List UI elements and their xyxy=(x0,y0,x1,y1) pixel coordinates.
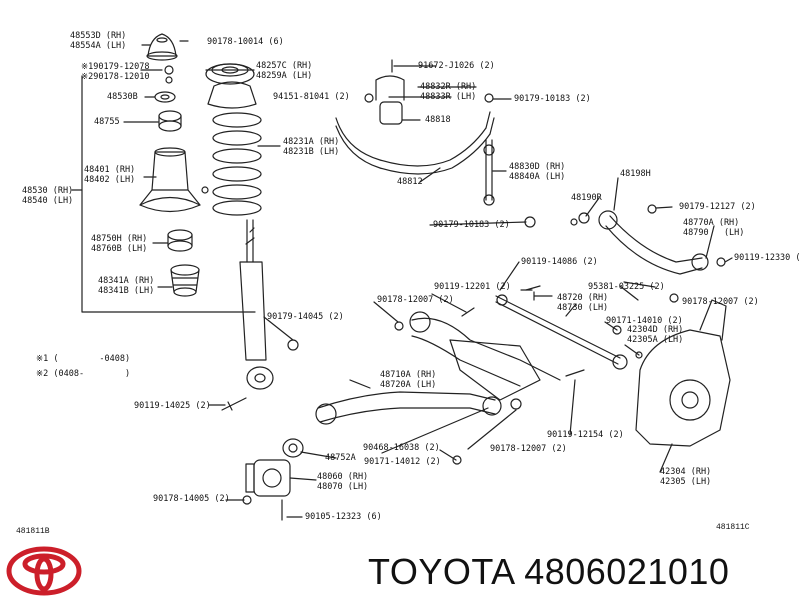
label-48190r: 48190R xyxy=(571,193,602,203)
lower-arm xyxy=(409,307,561,401)
code-right: 481811C xyxy=(716,523,750,532)
nut-top-left xyxy=(164,65,174,84)
label-94151: 94151-81041 (2) xyxy=(273,92,350,102)
label-48198h: 48198H xyxy=(620,169,651,179)
upper-arm xyxy=(570,204,726,303)
label-48830d: 48830D (RH) 48840A (LH) xyxy=(509,162,566,182)
label-48818: 48818 xyxy=(425,115,451,125)
note-1: ※1 ( -0408) xyxy=(36,354,131,364)
shock-absorber xyxy=(239,219,274,390)
code-left: 481811B xyxy=(16,527,50,536)
note-2: ※2 (0408- ) xyxy=(36,369,131,379)
label-48720: 48720 (RH) 48730 (LH) xyxy=(557,293,609,313)
label-95381: 95381-03225 (2) xyxy=(588,282,665,292)
label-48710a: 48710A (RH) 48720A (LH) xyxy=(380,370,437,390)
bolt-90119-14025 xyxy=(221,397,247,411)
label-48401: 48401 (RH) 48402 (LH) xyxy=(84,165,136,185)
assembly-bracket xyxy=(81,75,256,313)
label-48257c: 48257C (RH) 48259A (LH) xyxy=(256,61,313,81)
label-91672: 91672-J1026 (2) xyxy=(418,61,495,71)
stabilizer-bar xyxy=(335,111,495,175)
label-90179-12078: ※190179-12078 ※290178-12010 xyxy=(81,62,150,82)
label-90105: 90105-12323 (6) xyxy=(305,512,382,522)
support-48401 xyxy=(139,147,209,213)
part-number: 4806021010 xyxy=(524,551,730,592)
label-48752a: 48752A xyxy=(325,453,356,463)
label-48770a: 48770A (RH) 48790 (LH) xyxy=(683,218,745,238)
nut-90179-14045 xyxy=(287,339,299,351)
label-90179-12127: 90179-12127 (2) xyxy=(679,202,756,212)
label-90171-14010: 90171-14010 (2) xyxy=(606,316,683,326)
label-90178-12007-c: 90178-12007 (2) xyxy=(490,444,567,454)
label-42304d: 42304D (RH) 42305A (LH) xyxy=(627,325,684,345)
label-90468: 90468-16038 (2) xyxy=(363,443,440,453)
toyota-logo-icon xyxy=(6,546,82,596)
bushing-48752 xyxy=(282,438,304,458)
brand-line: TOYOTA 4806021010 xyxy=(368,548,793,596)
bump-cap xyxy=(146,33,178,61)
knuckle xyxy=(612,299,731,447)
label-90119-12330: 90119-12330 (2) xyxy=(734,253,800,263)
label-90119-14025: 90119-14025 (2) xyxy=(134,401,211,411)
label-90179-10183-a: 90179-10183 (2) xyxy=(514,94,591,104)
label-48341a: 48341A (RH) 48341B (LH) xyxy=(98,276,155,296)
label-90171-14012: 90171-14012 (2) xyxy=(364,457,441,467)
label-90119-14086: 90119-14086 (2) xyxy=(521,257,598,267)
label-48553d: 48553D (RH) 48554A (LH) xyxy=(70,31,127,51)
toe-link xyxy=(495,291,628,370)
label-48812: 48812 xyxy=(397,177,423,187)
label-48530: 48530 (RH) 48540 (LH) xyxy=(22,186,74,206)
washer-48530b xyxy=(154,91,176,103)
insulator xyxy=(207,81,257,109)
label-90178-12007-b: 90178-12007 (2) xyxy=(682,297,759,307)
label-90178-10014: 90178-10014 (6) xyxy=(207,37,284,47)
label-48231a: 48231A (RH) 48231B (LH) xyxy=(283,137,340,157)
boot-48341 xyxy=(170,264,200,297)
label-90119-12201: 90119-12201 (2) xyxy=(434,282,511,292)
label-90178-12007-a: 90178-12007 (2) xyxy=(377,295,454,305)
stab-link xyxy=(483,139,536,228)
label-48832r: 48832R (RH) 48833R (LH) xyxy=(420,82,477,102)
long-arm xyxy=(315,391,502,425)
label-90178-14005: 90178-14005 (2) xyxy=(153,494,230,504)
label-90179-10183-b: 90179-10183 (2) xyxy=(433,220,510,230)
spring-seat xyxy=(205,63,255,85)
brand-name: TOYOTA xyxy=(368,551,514,592)
label-48530b: 48530B xyxy=(107,92,138,102)
coil-spring xyxy=(212,112,262,216)
bumper-48750 xyxy=(167,229,193,252)
label-48750h: 48750H (RH) 48760B (LH) xyxy=(91,234,148,254)
label-90119-12154: 90119-12154 (2) xyxy=(547,430,624,440)
stab-bushing xyxy=(364,59,494,125)
label-42304: 42304 (RH) 42305 (LH) xyxy=(660,467,712,487)
bushing-48060 xyxy=(245,459,291,497)
label-48755: 48755 xyxy=(94,117,120,127)
label-48060: 48060 (RH) 48070 (LH) xyxy=(317,472,369,492)
label-90179-14045: 90179-14045 (2) xyxy=(267,312,344,322)
bushing-48755 xyxy=(158,110,182,132)
